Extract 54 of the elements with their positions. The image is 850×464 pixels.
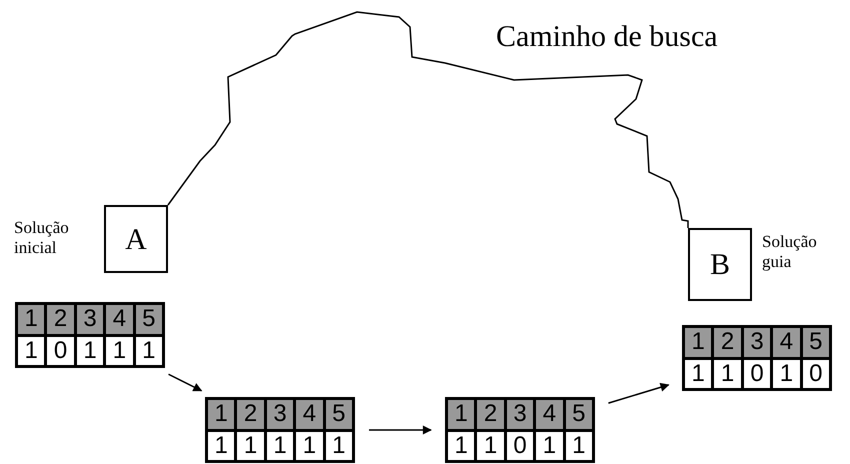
- bit-value-cell: 1: [18, 336, 44, 365]
- position-index-cell: 4: [296, 400, 323, 428]
- bit-value-cell: 1: [136, 336, 162, 365]
- bit-value-cell: 1: [76, 336, 104, 365]
- bit-value-cell: 0: [744, 360, 770, 388]
- bit-value-cell: 1: [714, 360, 741, 388]
- position-index-cell: 5: [566, 400, 592, 428]
- node-letter: A: [125, 222, 147, 258]
- bit-value-cell: 1: [106, 336, 133, 365]
- arrow: [369, 426, 432, 434]
- arrow: [168, 374, 202, 392]
- bit-value-cell: 1: [566, 432, 592, 460]
- position-index-cell: 1: [208, 400, 234, 428]
- bit-value-cell: 1: [536, 432, 563, 460]
- position-index-cell: 1: [18, 305, 44, 334]
- solution-box: [688, 228, 752, 301]
- node-caption: Solução guia: [762, 232, 818, 272]
- node-letter: B: [710, 247, 730, 283]
- bit-array-table: [205, 397, 355, 463]
- solution-box: [104, 205, 168, 273]
- bit-value-cell: 1: [477, 432, 504, 460]
- bit-value-cell: 1: [237, 432, 264, 460]
- bit-value-cell: 1: [266, 432, 294, 460]
- bit-array-table: [682, 325, 832, 391]
- position-index-cell: 1: [685, 328, 712, 356]
- arrow: [608, 382, 670, 404]
- bit-value-cell: 1: [685, 360, 712, 388]
- bit-value-cell: 0: [506, 432, 534, 460]
- bit-value-cell: 0: [802, 360, 829, 388]
- bit-array-table: [15, 302, 165, 368]
- bit-value-cell: 1: [773, 360, 800, 388]
- position-index-cell: 3: [76, 305, 104, 334]
- node-caption: Solução inicial: [14, 218, 70, 258]
- bit-value-cell: 0: [47, 336, 74, 365]
- position-index-cell: 3: [266, 400, 294, 428]
- position-index-cell: 2: [47, 305, 74, 334]
- position-index-cell: 5: [136, 305, 162, 334]
- position-index-cell: 5: [802, 328, 829, 356]
- position-index-cell: 2: [714, 328, 741, 356]
- position-index-cell: 1: [448, 400, 474, 428]
- bit-value-cell: 1: [326, 432, 352, 460]
- position-index-cell: 2: [477, 400, 504, 428]
- bit-value-cell: 1: [448, 432, 474, 460]
- position-index-cell: 3: [744, 328, 770, 356]
- bit-value-cell: 1: [208, 432, 234, 460]
- position-index-cell: 5: [326, 400, 352, 428]
- bit-array-table: [445, 397, 595, 463]
- position-index-cell: 4: [106, 305, 133, 334]
- bit-value-cell: 1: [296, 432, 323, 460]
- search-path-line: [167, 11, 689, 228]
- position-index-cell: 2: [237, 400, 264, 428]
- position-index-cell: 3: [506, 400, 534, 428]
- position-index-cell: 4: [536, 400, 563, 428]
- position-index-cell: 4: [773, 328, 800, 356]
